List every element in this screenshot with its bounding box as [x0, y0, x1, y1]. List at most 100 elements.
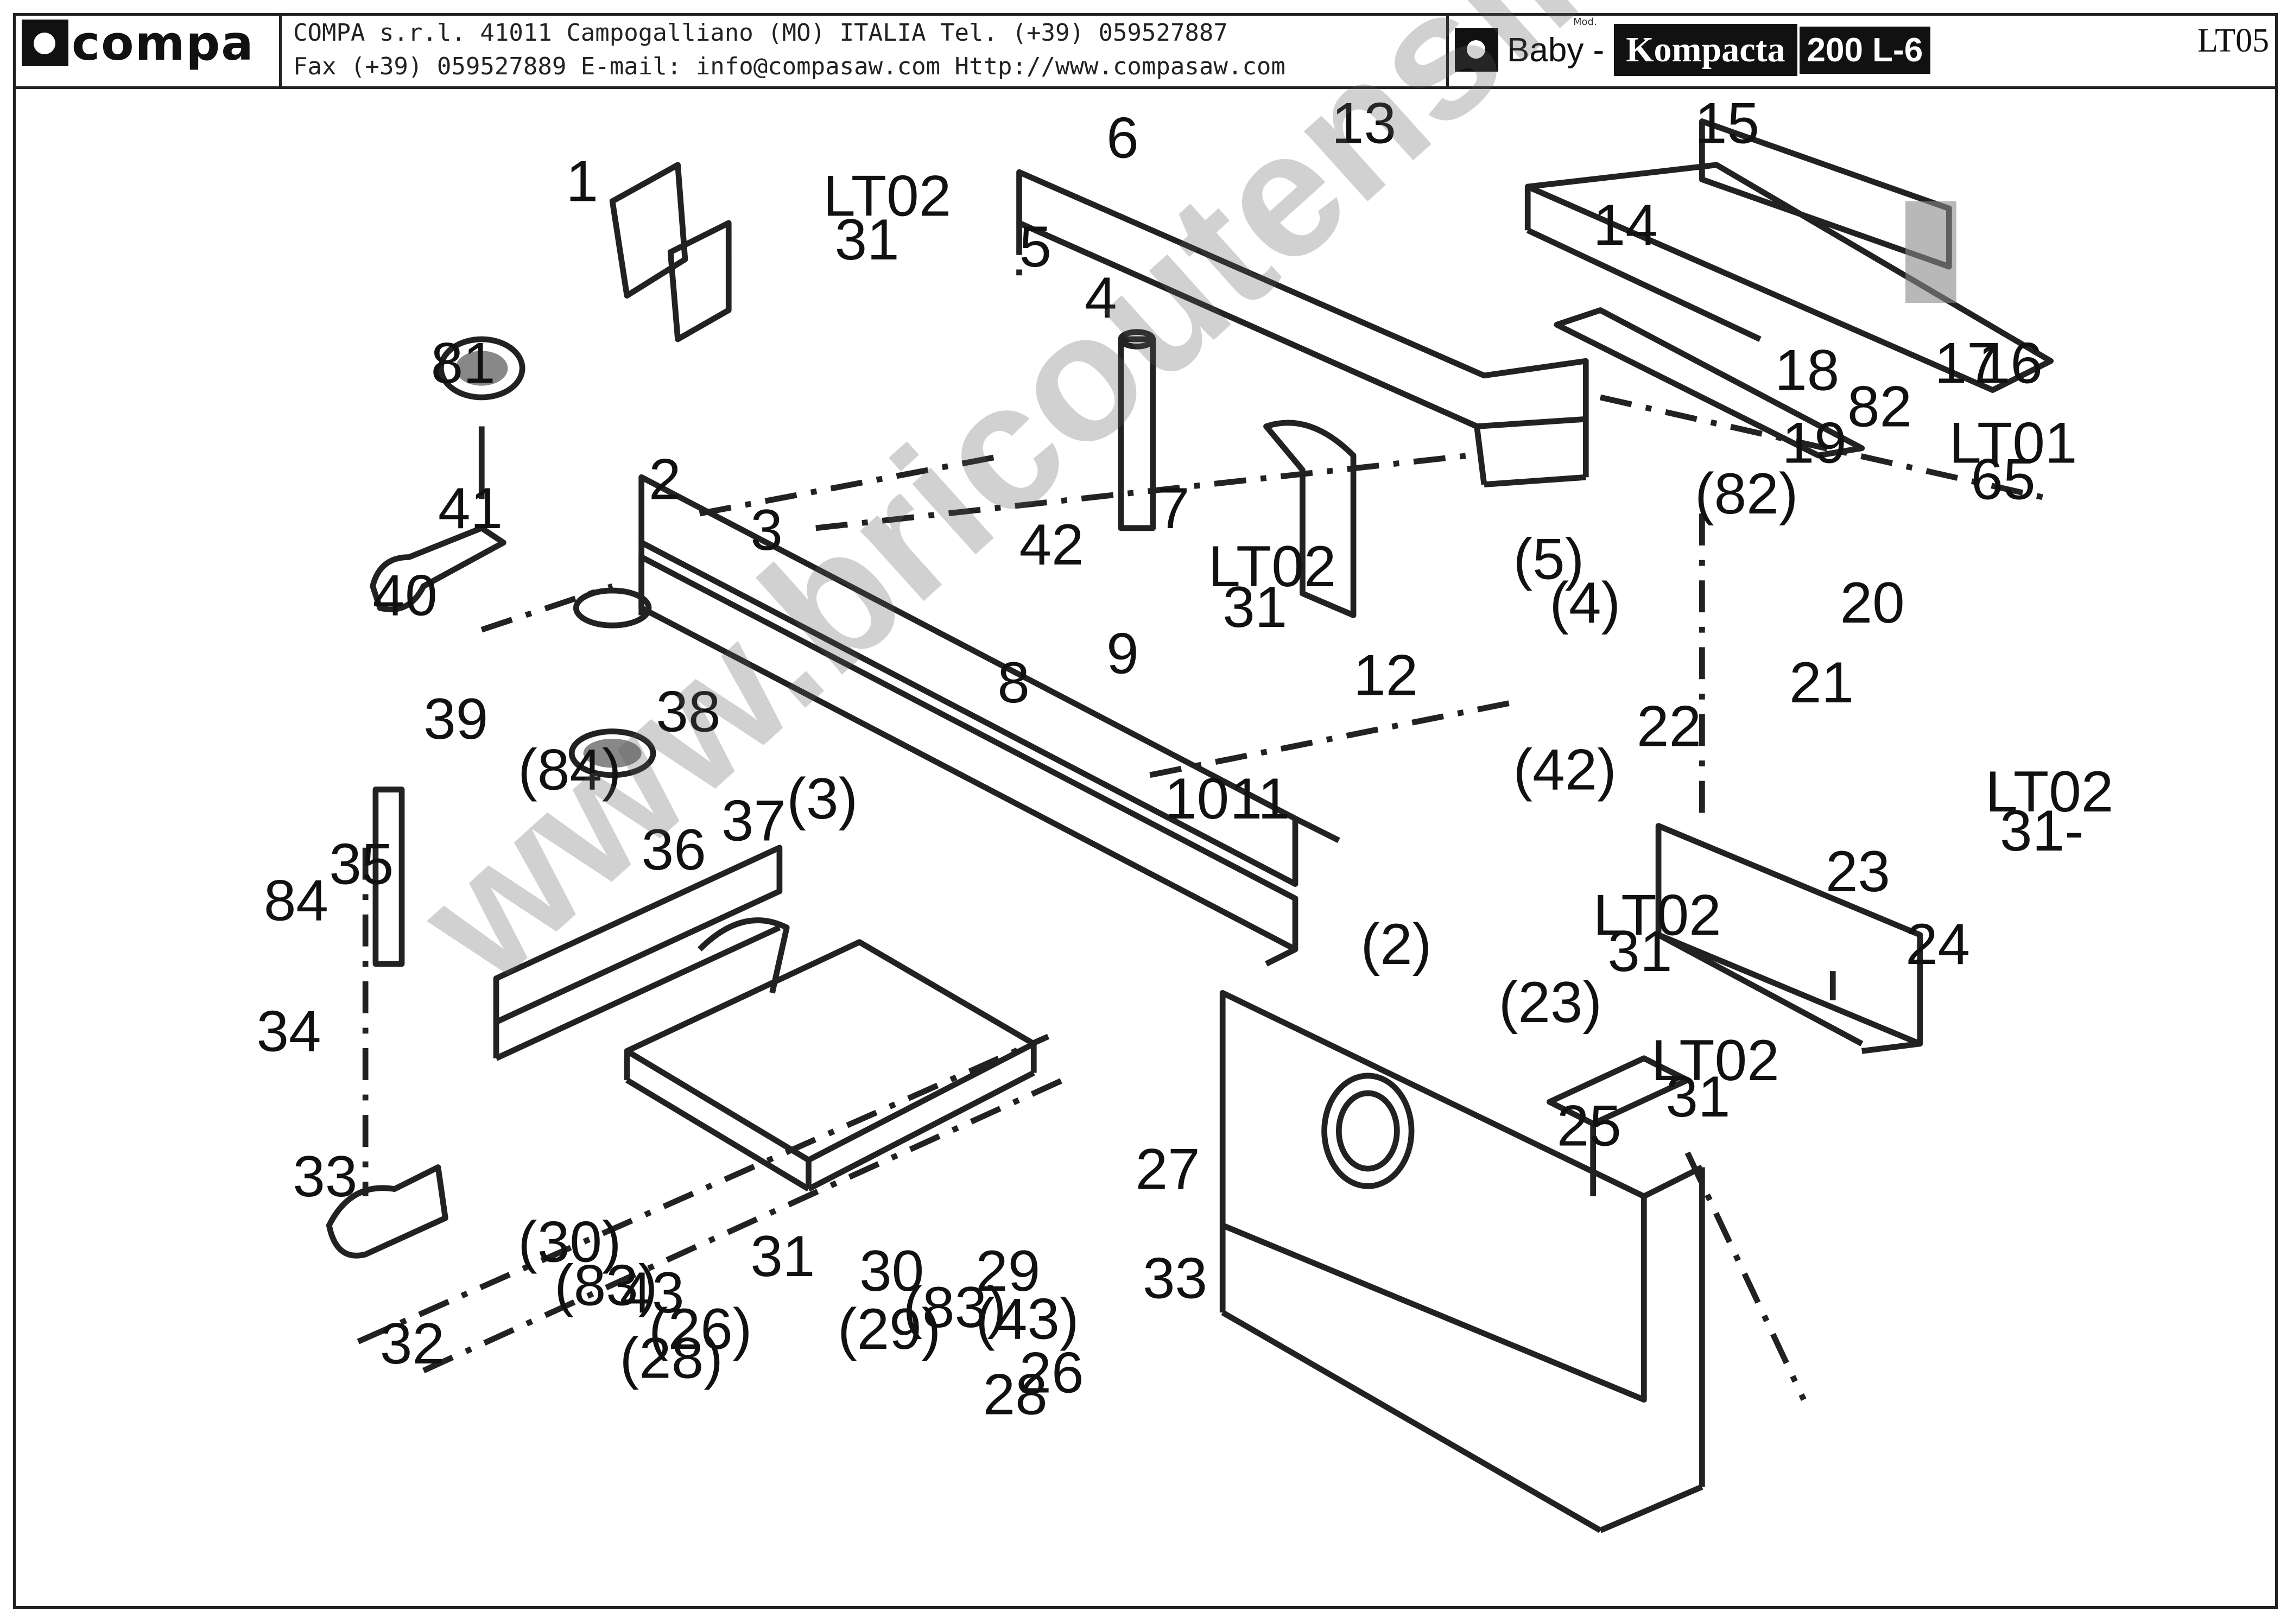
callout: 38 [656, 679, 720, 744]
callout: 4 [1085, 265, 1117, 330]
guide-bar-37 [493, 845, 783, 1061]
sheet-references: LT02 31 LT02 31 LT01 65 LT02 31- LT02 31… [823, 163, 2113, 1128]
callout: (30) [518, 1209, 621, 1274]
callout: 21 [1789, 650, 1854, 715]
clamp-33 [326, 786, 448, 1259]
discs [568, 587, 656, 778]
callout: 15 [1695, 92, 1759, 156]
callout: 81 [431, 330, 496, 395]
callout: 7 [1157, 475, 1190, 541]
callout: 24 [1905, 911, 1970, 976]
exploded-parts-drawing: 6 13 15 14 17 16 18 19 82 (82) 5 4 7 42 … [256, 92, 2113, 1533]
callout: 1 [566, 149, 598, 214]
callout: 2 [649, 446, 681, 511]
callout: 33 [293, 1144, 357, 1209]
callout: (4) [1549, 570, 1620, 635]
callout: 27 [1136, 1137, 1200, 1202]
callout: (83) [903, 1274, 1006, 1340]
callout: 26 [1019, 1340, 1084, 1405]
callout: (42) [1513, 737, 1616, 802]
callout: 40 [373, 562, 438, 627]
company-fax-email: Fax (+39) 059527889 E-mail: info@compasa… [293, 53, 1285, 80]
callout: 29 [976, 1238, 1040, 1303]
callout: (82) [1695, 461, 1798, 526]
callout: 23 [1826, 839, 1890, 904]
model-logo-icon [1455, 28, 1498, 72]
callouts: 6 13 15 14 17 16 18 19 82 (82) 5 4 7 42 … [256, 92, 2043, 1426]
callout: 30 [859, 1238, 924, 1303]
handwheel-81 [370, 336, 525, 613]
callout: (83) [554, 1253, 657, 1318]
side-panel-24 [1655, 823, 1923, 1054]
callout: 43 [620, 1260, 685, 1325]
callout: 6 [1106, 105, 1139, 170]
reference-item: 31 [835, 207, 900, 272]
reference-sheet: LT02 [1985, 759, 2113, 824]
callout: 8 [997, 650, 1030, 715]
reference-item: 31 [1607, 918, 1672, 984]
callout: (2) [1360, 911, 1431, 976]
callout: (23) [1499, 969, 1602, 1035]
callout: 36 [642, 817, 706, 882]
reference-item: 31 [1222, 574, 1287, 639]
callout: 17 [1935, 330, 1999, 395]
callout: 28 [983, 1361, 1048, 1426]
callout: 42 [1019, 512, 1084, 577]
callout: 16 [1978, 330, 2043, 395]
callout: (5) [1513, 526, 1584, 592]
assembly-lines [357, 452, 1807, 1401]
callout: 39 [423, 686, 488, 751]
sheet-border [13, 13, 2278, 1609]
plate-1 [609, 162, 732, 342]
logo-text: compa [72, 15, 255, 71]
reference-sheet: LT01 [1949, 410, 2077, 475]
callout: 33 [1143, 1245, 1207, 1310]
callout: (29) [838, 1296, 941, 1361]
callout: (43) [976, 1286, 1079, 1351]
worktable-31 [624, 917, 1037, 1192]
callout: 5 [1019, 214, 1052, 279]
callout: 12 [1353, 643, 1418, 708]
model-badge: Baby - Kompacta 200 L-6 [1455, 22, 1931, 78]
saw-body-6 [1016, 169, 1589, 487]
reference-item: 65 [1971, 446, 2036, 511]
callout: 82 [1847, 374, 1912, 439]
motor-housing [1219, 989, 1705, 1533]
callout: 35 [329, 832, 394, 897]
sheet-code: LT05 [2197, 22, 2270, 59]
column-7 [1118, 329, 1156, 531]
callout: 19 [1782, 410, 1847, 475]
callout: 31 [750, 1223, 815, 1289]
callout: 14 [1593, 192, 1658, 257]
logo-icon [22, 20, 68, 66]
callout: 41 [438, 475, 503, 541]
callout: 32 [380, 1311, 445, 1376]
company-contact: COMPA s.r.l. 41011 Campogalliano (MO) IT… [293, 16, 1285, 84]
callout: 9 [1106, 621, 1139, 686]
model-brand: Kompacta [1614, 24, 1797, 76]
callout: 13 [1332, 92, 1396, 156]
model-prefix: Baby - [1507, 31, 1605, 69]
callout: 37 [721, 788, 786, 853]
title-block [13, 13, 2278, 89]
title-divider [1446, 13, 1449, 86]
model-superscript: Mod. [1573, 16, 1597, 28]
callout: 20 [1840, 570, 1905, 635]
callout: 25 [1557, 1093, 1621, 1158]
compa-logo: compa [22, 15, 255, 71]
reference-sheet: LT02 [1208, 534, 1336, 599]
callout: (26) [649, 1296, 752, 1361]
callout: (3) [787, 766, 858, 831]
bracket-12 [1263, 420, 1357, 618]
callout: 18 [1775, 338, 1839, 403]
reference-item: 31 [1665, 1064, 1730, 1129]
reference-sheet: LT02 [1593, 882, 1721, 947]
fence-assembly [1524, 118, 2054, 502]
callout: 34 [256, 998, 321, 1063]
rail-3 [638, 474, 1340, 967]
callout: 3 [750, 497, 783, 562]
callout: 22 [1637, 693, 1701, 758]
callout: 84 [264, 868, 328, 933]
reference-sheet: LT02 [823, 163, 951, 228]
